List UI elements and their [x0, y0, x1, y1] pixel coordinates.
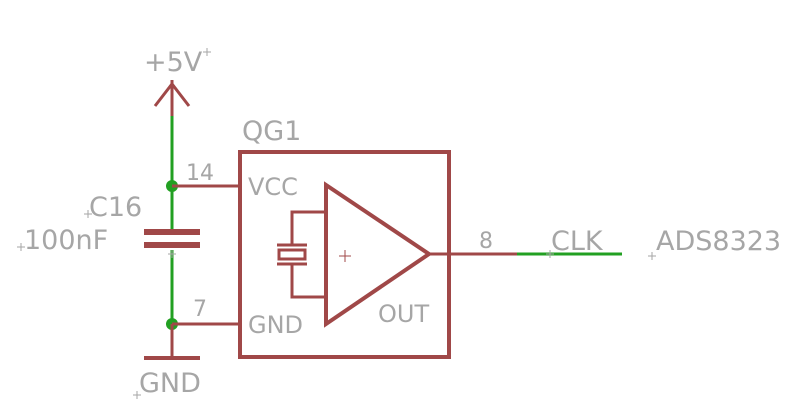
pin-vcc-label: VCC — [248, 173, 298, 201]
capacitor-name: C16 — [89, 192, 142, 223]
oscillator-origin-cross — [339, 250, 351, 262]
ground-label: GND — [139, 368, 201, 399]
capacitor-origin-cross — [168, 250, 176, 258]
pin-14-number: 14 — [186, 161, 214, 186]
pin-8-number: 8 — [479, 229, 493, 254]
crystal-icon — [277, 210, 326, 299]
destination-cross — [648, 252, 656, 260]
oscillator-body[interactable] — [238, 150, 451, 359]
supply-origin-cross — [203, 48, 211, 56]
oscillator-name: QG1 — [242, 116, 301, 147]
capacitor-c16[interactable] — [144, 229, 200, 248]
net-label-cross — [546, 250, 554, 258]
capacitor-value-cross — [17, 243, 25, 251]
ground-origin-cross — [133, 391, 141, 399]
pin-leads — [170, 184, 517, 358]
pin-out-label: OUT — [378, 300, 429, 328]
pin-7-number: 7 — [193, 297, 207, 322]
capacitor-value: 100nF — [24, 225, 108, 256]
destination-label: ADS8323 — [656, 226, 781, 257]
pin-gnd-label: GND — [248, 311, 303, 339]
net-label-clk: CLK — [551, 226, 604, 257]
buffer-triangle-icon — [324, 181, 433, 328]
capacitor-name-cross — [84, 210, 92, 218]
supply-symbol[interactable] — [153, 80, 191, 116]
supply-label: +5V — [144, 47, 203, 78]
